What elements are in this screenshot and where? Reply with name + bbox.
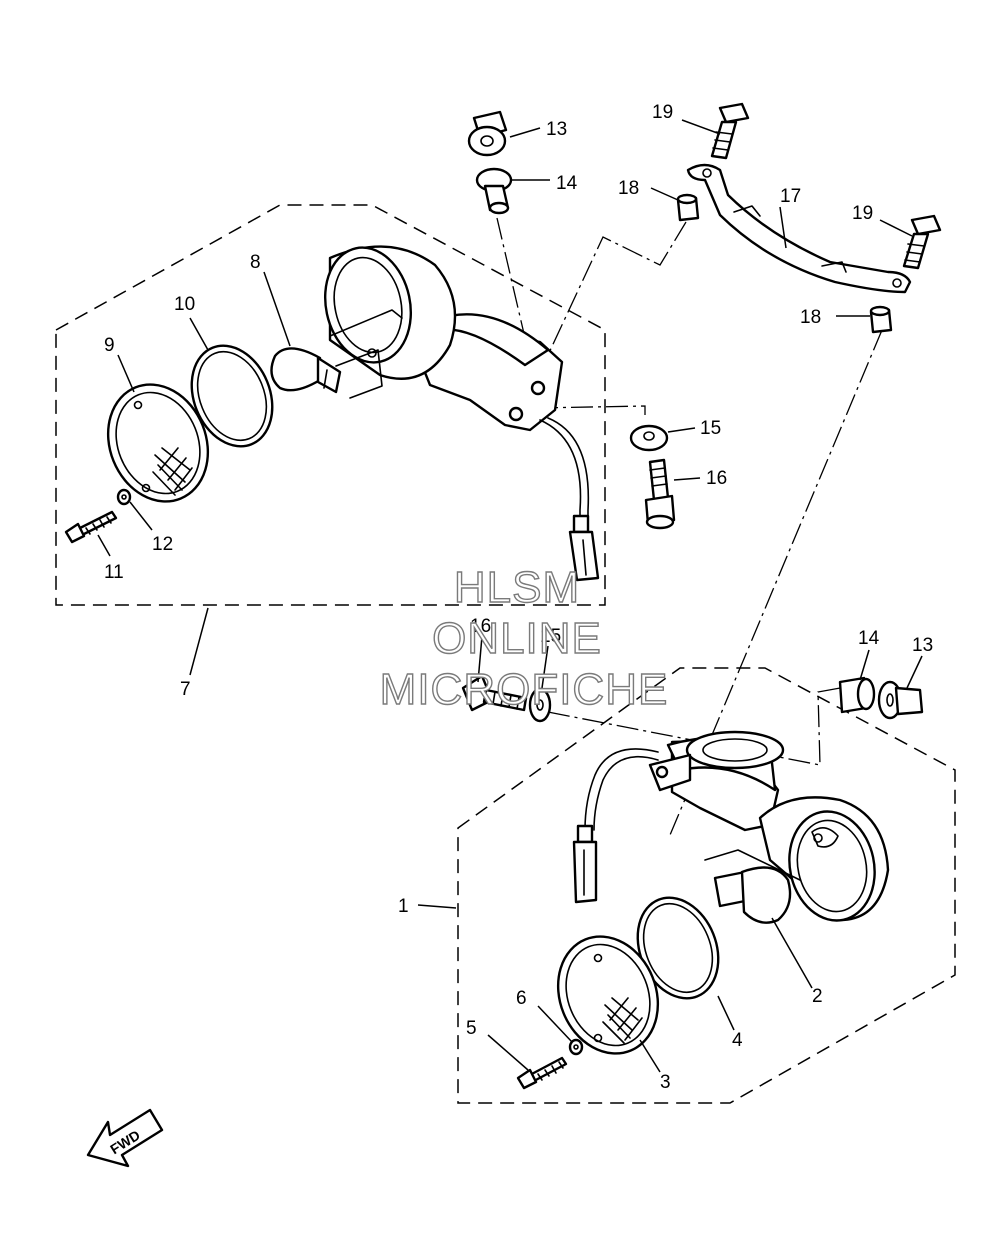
bracket-collar-18-upper <box>676 193 700 222</box>
mounting-bracket <box>686 163 912 294</box>
upper-turn-signal-housing <box>323 245 600 582</box>
callout-4: 4 <box>732 1030 743 1051</box>
lower-lens-screw <box>516 1056 568 1090</box>
washer-15-upper <box>629 424 669 452</box>
callout-15-lower: 15 <box>540 626 561 647</box>
callout-8: 8 <box>250 252 261 273</box>
callout-16-upper: 16 <box>706 468 727 489</box>
assembly-outline-7 <box>55 204 606 606</box>
callout-9: 9 <box>104 335 115 356</box>
callout-16-lower: 16 <box>470 616 491 637</box>
callout-3: 3 <box>660 1072 671 1093</box>
callout-18-upper: 18 <box>618 178 639 199</box>
bracket-bolt-19-lower <box>902 214 942 270</box>
bracket-collar-18-lower <box>869 305 893 334</box>
lower-turn-signal-housing <box>572 730 890 922</box>
fwd-arrow-icon: FWD <box>86 1108 164 1168</box>
callout-7: 7 <box>180 679 191 700</box>
bolt-16-lower <box>461 674 528 712</box>
callout-13-top: 13 <box>546 119 567 140</box>
watermark: HLSM ONLINE MICROFICHE <box>379 562 669 714</box>
lower-lens-washer <box>568 1038 584 1056</box>
top-grommet-14 <box>475 167 513 215</box>
upper-gasket-ring <box>190 344 274 448</box>
nut-13-lower <box>877 680 924 720</box>
watermark-line-2: ONLINE <box>432 614 602 663</box>
callout-12: 12 <box>152 534 173 555</box>
callout-14-top: 14 <box>556 173 578 194</box>
upper-lens-screw <box>64 510 118 544</box>
upper-lens-washer <box>116 488 132 506</box>
lower-bulb <box>713 866 792 924</box>
watermark-line-1: HLSM <box>454 563 580 612</box>
bolt-16-upper <box>644 458 676 530</box>
callout-11: 11 <box>104 562 124 583</box>
callout-6: 6 <box>516 988 527 1009</box>
top-nut-13 <box>467 110 508 157</box>
upper-bulb <box>270 347 342 394</box>
callout-labels: 13 14 19 18 17 19 18 15 16 8 10 9 12 11 … <box>104 102 933 1093</box>
callout-14-lower: 14 <box>858 628 880 649</box>
watermark-line-3: MICROFICHE <box>380 665 669 714</box>
callout-17: 17 <box>780 186 801 207</box>
assembly-outline-1 <box>457 667 956 1104</box>
callout-10: 10 <box>174 294 195 315</box>
callout-1: 1 <box>398 896 409 917</box>
upper-lens <box>106 383 210 503</box>
washer-15-lower <box>528 687 552 723</box>
bracket-bolt-19-upper <box>710 102 750 160</box>
callout-19-lower: 19 <box>852 203 873 224</box>
callout-15-upper: 15 <box>700 418 721 439</box>
leader-lines <box>97 119 923 1073</box>
callout-18-lower: 18 <box>800 307 821 328</box>
callout-19-upper: 19 <box>652 102 673 123</box>
callout-5: 5 <box>466 1018 477 1039</box>
callout-2: 2 <box>812 986 823 1007</box>
grommet-14-lower <box>838 676 876 714</box>
lower-lens <box>556 935 660 1055</box>
callout-13-lower: 13 <box>912 635 933 656</box>
